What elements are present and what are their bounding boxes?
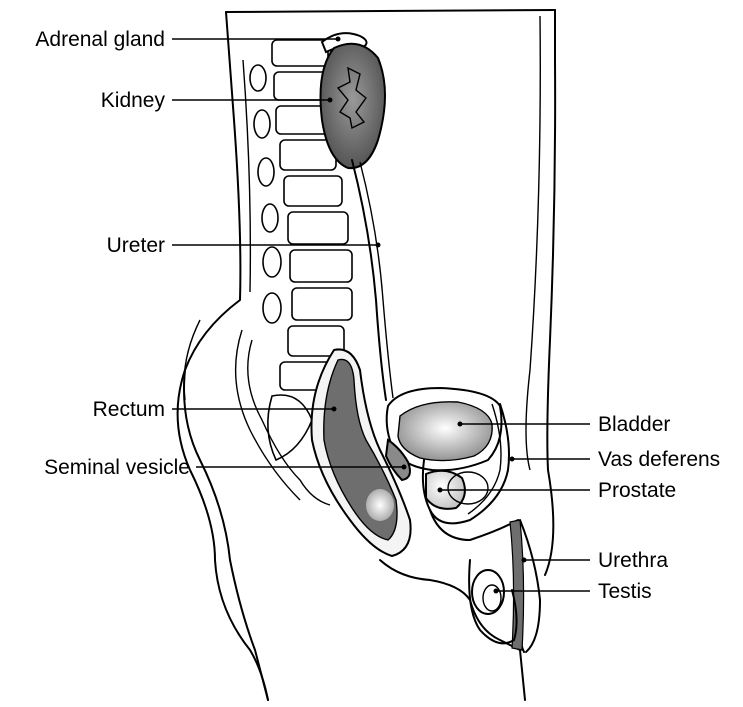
testis-shape (472, 570, 504, 614)
label-adrenal-gland: Adrenal gland (35, 28, 165, 51)
kidney-shape (321, 44, 386, 168)
label-seminal-vesicle: Seminal vesicle (44, 456, 190, 479)
label-bladder: Bladder (598, 413, 670, 436)
label-testis: Testis (598, 580, 652, 603)
label-rectum: Rectum (93, 398, 165, 421)
label-urethra: Urethra (598, 549, 668, 572)
label-ureter: Ureter (107, 234, 165, 257)
label-vas-deferens: Vas deferens (598, 448, 720, 471)
label-kidney: Kidney (101, 89, 166, 112)
label-prostate: Prostate (598, 479, 676, 502)
